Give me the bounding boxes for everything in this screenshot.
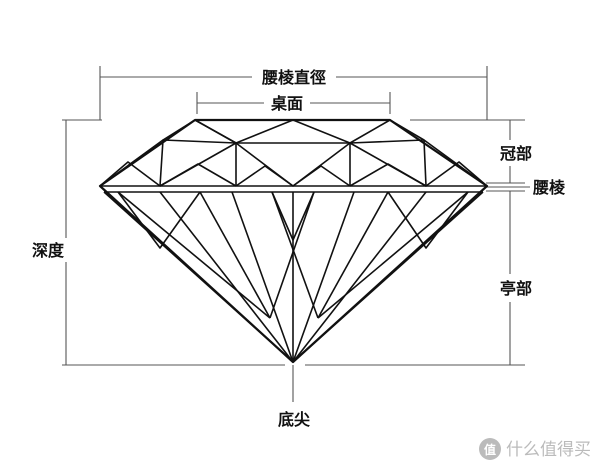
crown-upper-girdle-left	[99, 161, 161, 187]
pavilion-main-2	[117, 191, 271, 319]
pavilion-main-11	[292, 191, 427, 363]
pavilion-main-9	[292, 191, 355, 363]
pavilion-main-4	[199, 191, 271, 319]
pavilion-lower-girdle-left	[117, 191, 201, 249]
pavilion-main-8	[269, 191, 315, 319]
label-depth: 深度	[32, 241, 65, 260]
pavilion-lower-girdle-right	[387, 191, 469, 249]
label-pavilion: 亭部	[500, 279, 532, 298]
label-table: 桌面	[271, 94, 303, 113]
crown-kite-right-inner	[349, 139, 425, 144]
watermark: 值 什么值得买	[479, 438, 591, 460]
crown-mid-right	[349, 163, 427, 187]
pavilion-main-12	[317, 191, 469, 319]
crown-kite-left-inner	[162, 139, 237, 144]
crown-kite-right	[389, 119, 425, 141]
crown-kite-left	[162, 119, 196, 141]
zhi-badge-icon	[479, 438, 501, 460]
label-crown: 冠部	[500, 144, 532, 163]
labels: 腰棱直徑 桌面 冠部 腰棱 深度 亭部 底尖	[32, 68, 566, 429]
pavilion-main-5	[231, 191, 294, 363]
label-culet: 底尖	[278, 410, 310, 429]
pavilion-center-v	[271, 191, 315, 241]
zhi-badge-glyph: 值	[484, 442, 496, 457]
pavilion-main-6	[271, 191, 319, 319]
crown-lower-center	[235, 165, 351, 187]
crown-upper-girdle-right	[425, 161, 488, 187]
dimension-lines	[62, 66, 530, 402]
watermark-text: 什么值得买	[506, 440, 591, 460]
crown-mid-left	[159, 163, 237, 187]
pavilion-main-3	[159, 191, 294, 363]
diamond-drawing	[98, 118, 489, 364]
label-girdle-diameter: 腰棱直徑	[262, 68, 326, 87]
label-girdle: 腰棱	[533, 178, 566, 197]
pavilion-main-10	[317, 191, 389, 319]
pavilion-main-1	[103, 191, 294, 363]
crown-kite-left-outer	[194, 119, 237, 144]
pavilion-main-13	[292, 191, 484, 363]
crown-star-zigzag	[194, 119, 391, 144]
